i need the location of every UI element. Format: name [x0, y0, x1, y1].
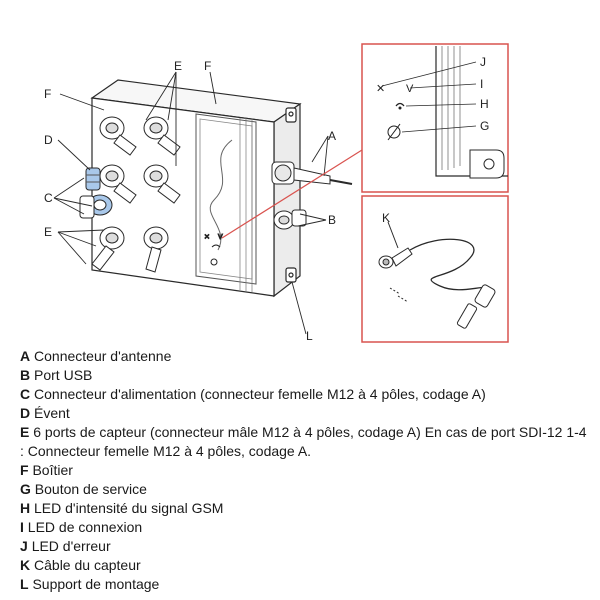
callout-e-lower: E [44, 225, 52, 239]
detail-cable-box [361, 195, 509, 343]
callout-c: C [44, 191, 53, 205]
callout-h: H [480, 97, 489, 111]
callout-e-top: E [174, 59, 182, 73]
callout-b: B [328, 213, 336, 227]
legend-item-k: K Câble du capteur [20, 557, 141, 573]
legend-item-g: G Bouton de service [20, 481, 147, 497]
callout-d: D [44, 133, 53, 147]
device-diagram: ✕ V [44, 43, 509, 343]
legend-item-e: E 6 ports de capteur (connecteur mâle M1… [20, 424, 587, 459]
callout-i: I [480, 77, 483, 91]
detail-leds-box: ✕ V [361, 43, 509, 193]
legend-list: A Connecteur d'antenne B Port USB C Conn… [20, 347, 590, 594]
legend-item-i: I LED de connexion [20, 519, 143, 535]
callout-g: G [480, 119, 489, 133]
vent-highlight [85, 167, 101, 191]
vent [85, 167, 101, 191]
error-led-icon: ✕ [376, 83, 385, 95]
housing-box [90, 79, 302, 298]
usb-port [273, 209, 307, 230]
legend-item-b: B Port USB [20, 367, 93, 383]
gsm-signal-led-icon [395, 102, 405, 107]
connection-led-icon: V [406, 83, 414, 95]
legend-item-j: J LED d'erreur [20, 538, 111, 554]
legend-item-l: L Support de montage [20, 576, 160, 592]
legend-item-c: C Connecteur d'alimentation (connecteur … [20, 386, 486, 402]
power-connector [79, 194, 113, 219]
legend-item-a: A Connecteur d'antenne [20, 348, 172, 364]
service-button-icon [387, 123, 401, 141]
callout-f-left: F [44, 87, 51, 101]
housing-led-symbols: ✕ V [204, 234, 224, 266]
sensor-cable-drawing [378, 221, 496, 329]
callout-k: K [382, 211, 390, 225]
leader-lines [53, 71, 329, 335]
sensor-port [143, 116, 181, 156]
sensor-port [91, 226, 125, 271]
sensor-port [143, 164, 181, 204]
callout-a: A [328, 129, 336, 143]
sensor-ports [91, 116, 181, 273]
svg-text:V: V [218, 234, 223, 241]
callout-f-top: F [204, 59, 211, 73]
svg-text:✕: ✕ [204, 234, 210, 241]
callout-j: J [480, 55, 486, 69]
callout-connector-line [221, 149, 363, 239]
callout-l: L [306, 329, 313, 343]
legend-item-d: D Évent [20, 405, 70, 421]
legend-item-h: H LED d'intensité du signal GSM [20, 500, 224, 516]
legend-item-f: F Boîtier [20, 462, 73, 478]
sensor-port [99, 116, 137, 156]
sensor-port [143, 226, 169, 273]
antenna-connector [271, 161, 353, 185]
